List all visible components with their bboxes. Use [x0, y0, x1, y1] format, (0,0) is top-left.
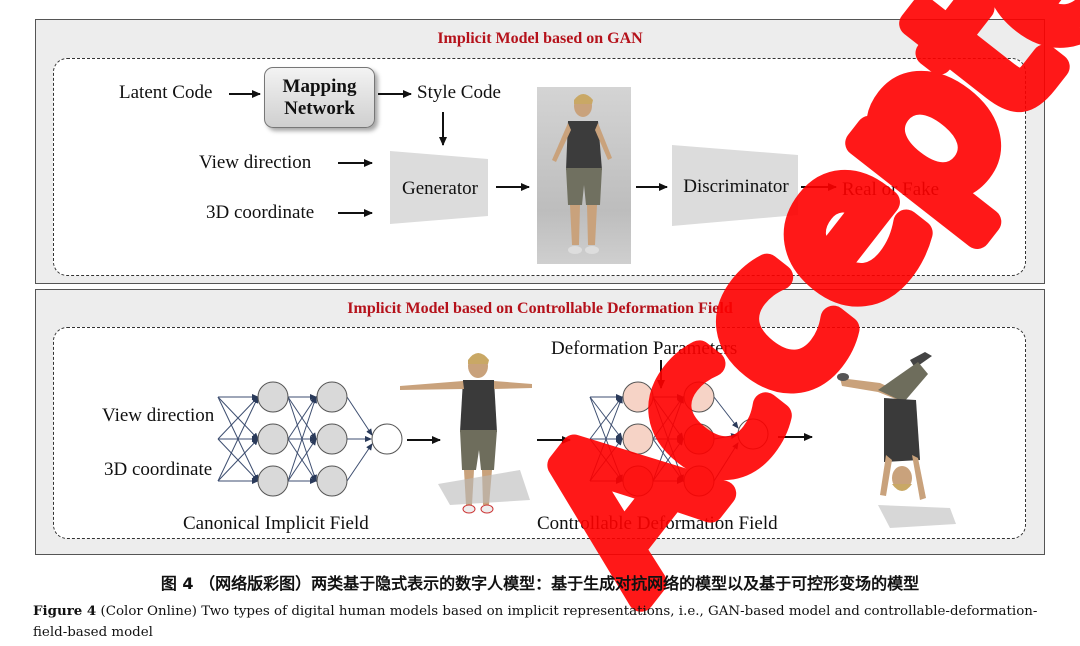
human-figure-tpose-icon — [400, 353, 532, 514]
style-code-label: Style Code — [417, 82, 501, 103]
canonical-network-nodes — [257, 381, 403, 497]
real-or-fake-label: Real or Fake — [842, 179, 939, 200]
latent-code-label: Latent Code — [119, 82, 213, 103]
coordinate-label-bottom: 3D coordinate — [104, 459, 213, 480]
deformation-parameters-label: Deformation Parameters — [551, 338, 738, 359]
discriminator-label: Discriminator — [683, 176, 789, 197]
caption-english: Figure 4 (Color Online) Two types of dig… — [33, 601, 1053, 643]
mapping-label-line1: Mapping — [282, 76, 357, 97]
caption-english-text: (Color Online) Two types of digital huma… — [33, 604, 1038, 640]
deformation-field-label: Controllable Deformation Field — [537, 513, 778, 534]
mapping-network-box: Mapping Network — [264, 67, 375, 128]
human-figure-handstand-icon — [837, 352, 956, 528]
canonical-field-label: Canonical Implicit Field — [183, 513, 369, 534]
canonical-network-edges — [217, 394, 373, 484]
generator-trapezoid — [390, 151, 488, 224]
view-direction-label-bottom: View direction — [102, 405, 215, 426]
deformation-panel-title: Implicit Model based on Controllable Def… — [347, 300, 733, 317]
caption-chinese: 图 4 （网络版彩图）两类基于隐式表示的数字人模型：基于生成对抗网络的模型以及基… — [160, 574, 920, 593]
generator-label: Generator — [402, 178, 479, 199]
gan-panel-title: Implicit Model based on GAN — [437, 30, 643, 47]
deformation-network-edges — [589, 394, 739, 484]
caption-figure-label: Figure 4 — [33, 603, 97, 619]
discriminator-trapezoid — [672, 145, 798, 226]
deformation-network-nodes — [622, 381, 769, 497]
human-figure-standing-icon — [552, 94, 612, 254]
mapping-label-line2: Network — [284, 98, 355, 119]
deformation-inner-box — [53, 327, 1026, 539]
coordinate-label-top: 3D coordinate — [206, 202, 315, 223]
view-direction-label-top: View direction — [199, 152, 312, 173]
